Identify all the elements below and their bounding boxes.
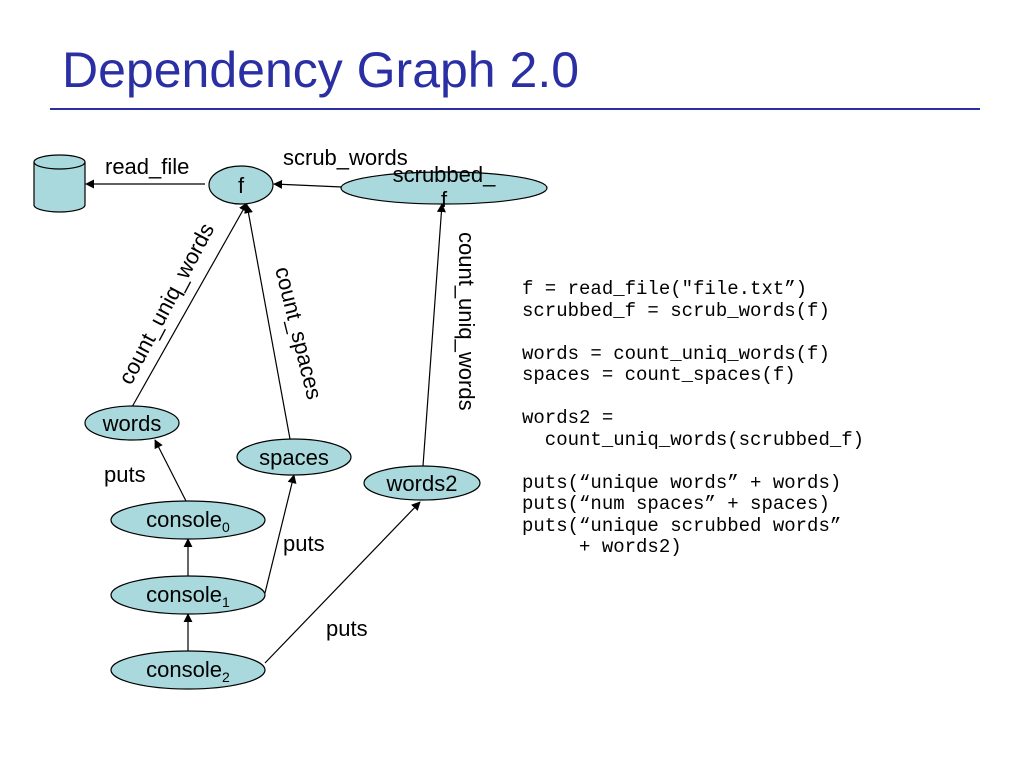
node-scrubbed-f: scrubbed_ f — [340, 162, 548, 212]
code-line: spaces = count_spaces(f) — [522, 364, 796, 386]
code-line: scrubbed_f = scrub_words(f) — [522, 299, 830, 322]
node-console1-label: console1 — [146, 582, 230, 610]
node-console2-base: console — [146, 657, 222, 682]
node-console2-label: console2 — [146, 657, 230, 685]
node-scrubbed-f-label-line1: scrubbed_ — [393, 162, 497, 187]
node-console1-subscript: 1 — [222, 594, 230, 610]
edge-scrub-words — [273, 179, 343, 189]
code-line — [522, 451, 864, 473]
node-words2-label: words2 — [386, 471, 458, 496]
code-snippet: f = read_file("file.txt”) scrubbed_f = s… — [522, 278, 865, 559]
code-line: f = read_file("file.txt”) — [522, 278, 808, 300]
edge-label-puts-spaces: puts — [283, 531, 325, 556]
node-spaces: spaces — [236, 438, 352, 476]
code-line — [522, 322, 864, 344]
edge-label-puts-words: puts — [104, 462, 146, 487]
code-line: + words2) — [522, 536, 682, 558]
node-console2-subscript: 2 — [222, 669, 230, 685]
node-console2: console2 — [110, 650, 266, 690]
code-line — [522, 387, 864, 409]
edge-puts-spaces — [264, 474, 297, 594]
node-words: words — [84, 405, 180, 441]
edge-label-puts-words2: puts — [326, 616, 368, 641]
code-line: count_uniq_words(scrubbed_f) — [522, 428, 865, 451]
node-console0: console0 — [110, 500, 266, 540]
edge-count-spaces — [244, 204, 291, 440]
node-console1: console1 — [110, 575, 266, 615]
node-console0-base: console — [146, 507, 222, 532]
edge-label-count-uniq-words-scrubbed: count_uniq_words — [454, 232, 479, 411]
node-console0-subscript: 0 — [222, 519, 230, 535]
edge-label-count-uniq-words-f: count_uniq_words — [113, 219, 219, 388]
node-f: f — [208, 165, 274, 205]
edge-count-uniq-words-scrubbed — [422, 203, 446, 467]
code-line: puts(“num spaces” + spaces) — [522, 493, 830, 515]
title-divider — [50, 108, 980, 110]
node-console0-label: console0 — [146, 507, 230, 535]
node-f-label: f — [238, 173, 245, 198]
node-console1-base: console — [146, 582, 222, 607]
code-line: words2 = — [522, 407, 614, 429]
edge-puts-words2 — [264, 501, 421, 664]
database-icon — [33, 154, 86, 213]
node-scrubbed-f-label-line2: f — [441, 187, 448, 212]
slide-title: Dependency Graph 2.0 — [62, 42, 580, 98]
edge-label-scrub-words: scrub_words — [283, 145, 408, 170]
node-words-label: words — [102, 411, 162, 436]
code-line: puts(“unique words” + words) — [522, 471, 842, 494]
node-words2: words2 — [363, 465, 481, 501]
edge-label-count-spaces: count_spaces — [270, 264, 327, 402]
edge-label-read-file: read_file — [105, 154, 189, 179]
edge-count-uniq-words-f — [131, 202, 248, 408]
edge-puts-words — [154, 439, 188, 504]
code-line: words = count_uniq_words(f) — [522, 342, 830, 365]
code-line: puts(“unique scrubbed words” — [522, 514, 842, 537]
node-spaces-label: spaces — [259, 445, 329, 470]
